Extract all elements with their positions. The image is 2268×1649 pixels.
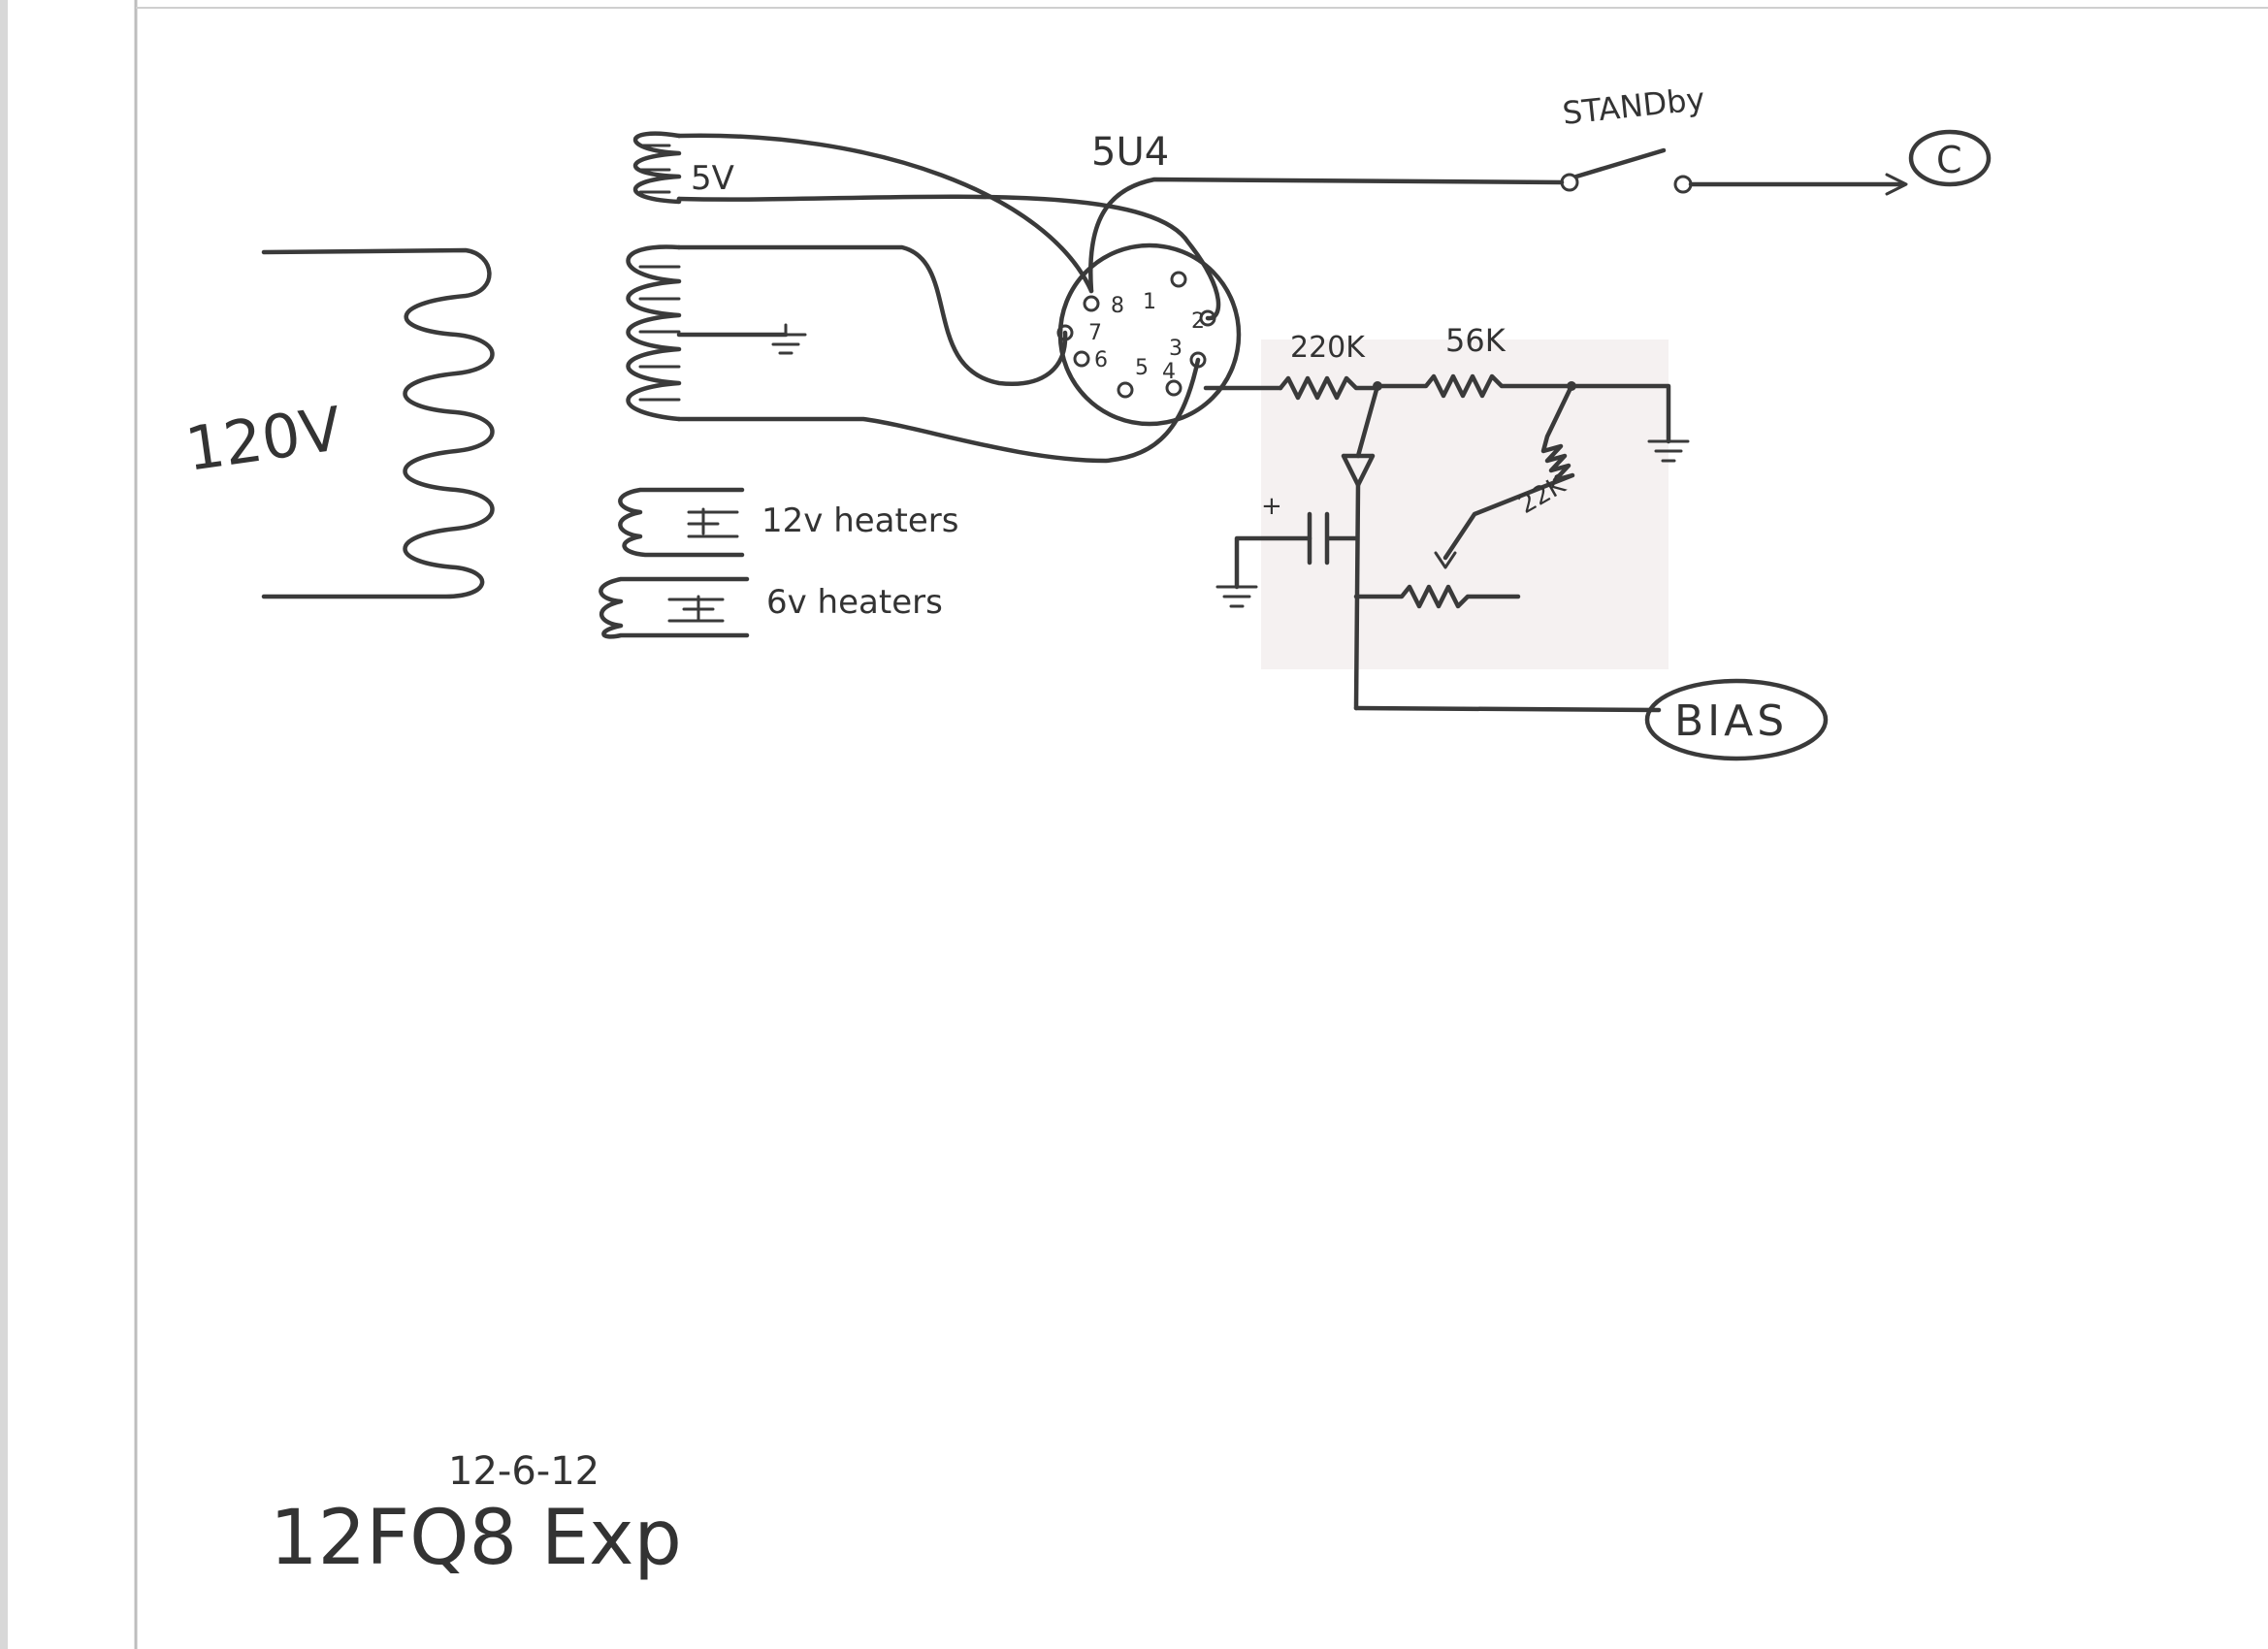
socket-wiring bbox=[676, 133, 1565, 464]
resistor-56k bbox=[1375, 373, 1574, 399]
output-c-node: C bbox=[1908, 129, 1992, 187]
bias-potentiometer bbox=[1353, 584, 1521, 609]
pin-label-7: 7 bbox=[1088, 321, 1102, 345]
pin-label-4: 4 bbox=[1162, 360, 1176, 384]
cap-polarity: + bbox=[1261, 492, 1282, 521]
pin-label-5: 5 bbox=[1135, 356, 1149, 380]
ground-symbol-ct bbox=[764, 323, 807, 355]
tube-label: 5U4 bbox=[1091, 130, 1169, 175]
scan-edge-left bbox=[0, 0, 8, 1649]
r1-label: 220K bbox=[1290, 331, 1366, 365]
standby-label: STANDby bbox=[1561, 81, 1706, 132]
heater-winding-12v bbox=[618, 487, 745, 558]
heater-winding-6v bbox=[599, 576, 750, 639]
output-c-label: C bbox=[1936, 139, 1962, 181]
output-bias-label: BIAS bbox=[1674, 696, 1788, 746]
footer-title: 12FQ8 Exp bbox=[270, 1495, 682, 1582]
standby-switch bbox=[1560, 147, 1908, 196]
primary-label: 120V bbox=[181, 393, 345, 485]
pin-label-3: 3 bbox=[1169, 337, 1183, 361]
pin-label-8: 8 bbox=[1111, 294, 1124, 318]
pin-label-2: 2 bbox=[1191, 309, 1205, 334]
bias-network bbox=[1203, 373, 1690, 713]
r2-label: 56K bbox=[1445, 322, 1507, 359]
filament-winding-5v bbox=[632, 131, 682, 205]
output-bias-node: BIAS bbox=[1644, 678, 1829, 761]
footer-date: 12-6-12 bbox=[448, 1449, 599, 1494]
tube-socket-5u4 bbox=[1056, 242, 1242, 427]
pin-label-6: 6 bbox=[1094, 348, 1108, 372]
heaters-6v-label: 6v heaters bbox=[766, 583, 943, 622]
primary-winding bbox=[261, 247, 495, 599]
hv-secondary-winding bbox=[626, 244, 789, 422]
heaters-12v-label: 12v heaters bbox=[761, 501, 958, 540]
pin-label-1: 1 bbox=[1143, 290, 1156, 314]
resistor-220k bbox=[1278, 375, 1380, 401]
filament-5v-label: 5V bbox=[691, 159, 734, 198]
